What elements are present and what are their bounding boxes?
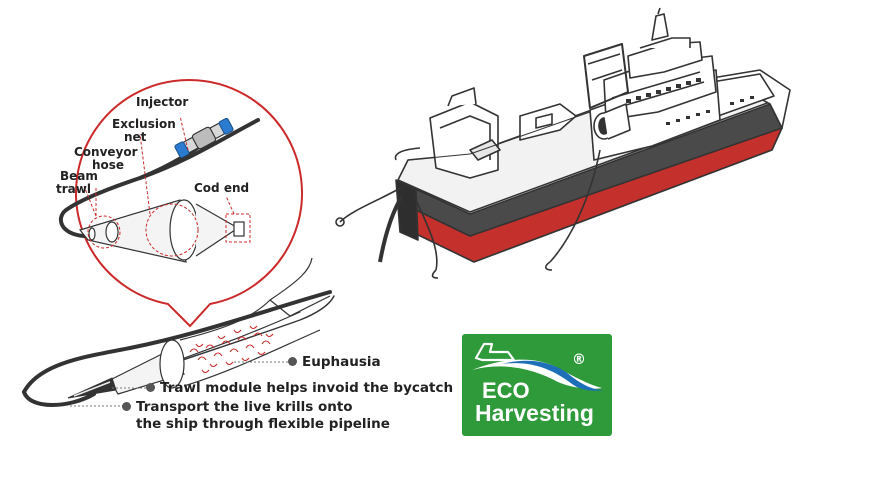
callout-transport-line2: the ship through flexible pipeline xyxy=(136,416,390,433)
logo-text-eco: ECO xyxy=(482,378,530,403)
callout-transport-text-2: the ship through flexible pipeline xyxy=(136,416,390,432)
lower-trawl-net xyxy=(109,257,331,395)
tow-cable-2 xyxy=(339,185,405,223)
callout-trawl-module-text: Trawl module helps invoid the bycatch xyxy=(160,380,454,396)
gantry-frame xyxy=(583,43,629,109)
callout-euphausia: Euphausia xyxy=(288,354,381,371)
beam-trawl xyxy=(78,199,245,263)
callout-trawl-module: Trawl module helps invoid the bycatch xyxy=(146,380,453,397)
tow-cable-5 xyxy=(394,147,421,161)
label-injector: Injector xyxy=(136,95,189,109)
callout-euphausia-text: Euphausia xyxy=(302,354,381,370)
logo-text-harvesting: Harvesting xyxy=(475,400,594,426)
callout-transport-text-1: Transport the live krills onto xyxy=(136,399,353,415)
injector-icon xyxy=(174,117,234,159)
krill-swarm xyxy=(189,325,274,374)
tow-cable-4 xyxy=(549,149,601,263)
ship-illustration xyxy=(335,7,791,279)
bullet-icon xyxy=(146,383,155,392)
tow-cable-1 xyxy=(378,194,404,263)
label-beam-trawl-1: Beam xyxy=(60,169,98,183)
highlight-rings xyxy=(83,115,251,257)
tow-cable-3 xyxy=(415,199,438,271)
label-exclusion-net-2: net xyxy=(124,130,147,144)
bridge-windows xyxy=(626,78,754,125)
hull-stern xyxy=(395,179,419,241)
mast xyxy=(657,7,661,15)
registered-mark: ® xyxy=(572,352,586,368)
label-cod-end: Cod end xyxy=(194,181,250,195)
stern-gantry xyxy=(429,101,499,179)
wave-mark-blue xyxy=(502,360,604,391)
ship-mark-icon xyxy=(474,342,516,362)
label-conveyor-hose-2: hose xyxy=(92,158,125,172)
bullet-icon xyxy=(288,357,297,366)
funnel xyxy=(651,13,669,41)
eco-harvesting-logo: ® ECO Harvesting xyxy=(462,334,612,436)
conveyor-hose xyxy=(58,118,260,238)
label-beam-trawl-2: trawl xyxy=(56,182,91,196)
bullet-icon xyxy=(122,402,131,411)
label-conveyor-hose-1: Conveyor xyxy=(74,145,138,159)
label-exclusion-net-1: Exclusion xyxy=(112,117,176,131)
callout-transport: Transport the live krills onto xyxy=(122,399,353,416)
eco-ship-mark xyxy=(472,342,604,391)
callout-leaders xyxy=(70,361,292,407)
